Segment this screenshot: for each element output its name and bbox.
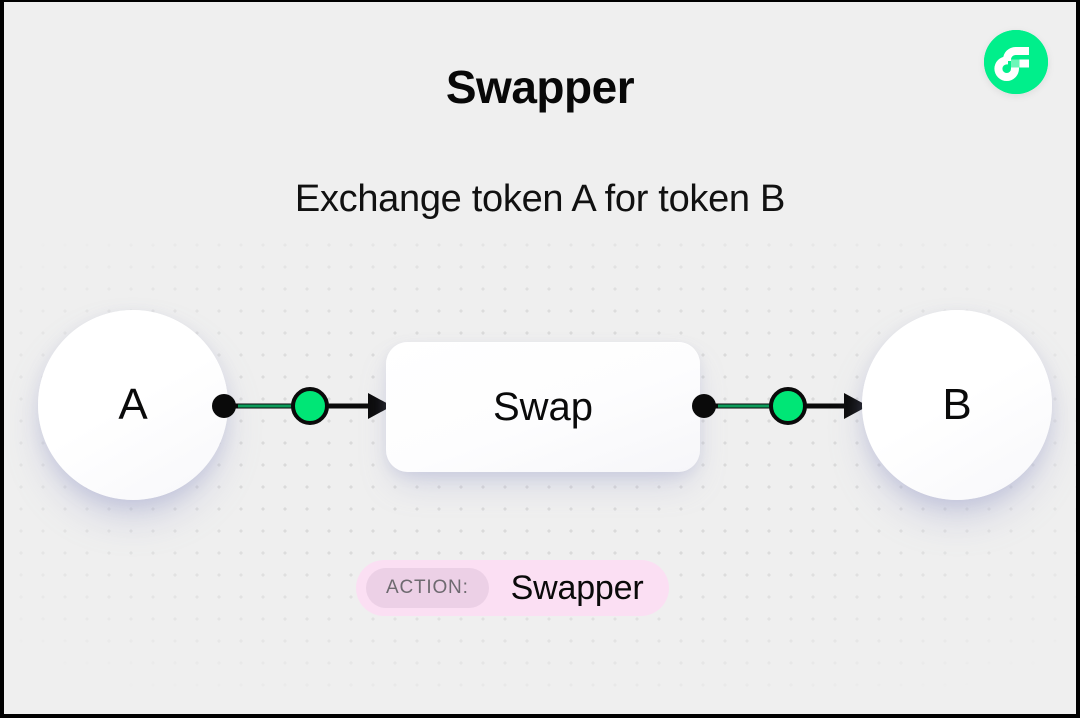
page-title: Swapper	[445, 61, 635, 113]
page-subtitle: Exchange token A for token B	[294, 178, 786, 220]
swap-action-box-label: Swap	[492, 384, 594, 429]
token-node-b[interactable]: B	[862, 310, 1052, 500]
token-node-a[interactable]: A	[38, 310, 228, 500]
action-badge-tag: ACTION:	[366, 568, 489, 608]
action-badge: ACTION: Swapper	[356, 560, 670, 616]
connector-swap-to-b	[684, 382, 872, 430]
flow-diagram: A Swap B	[4, 2, 1076, 714]
flow-logo-icon[interactable]	[984, 30, 1048, 94]
token-node-a-label: A	[118, 380, 148, 429]
swap-action-box[interactable]: Swap	[386, 342, 700, 472]
connector-a-to-swap	[202, 382, 394, 430]
action-badge-value: Swapper	[510, 568, 644, 607]
token-node-b-label: B	[942, 380, 972, 429]
